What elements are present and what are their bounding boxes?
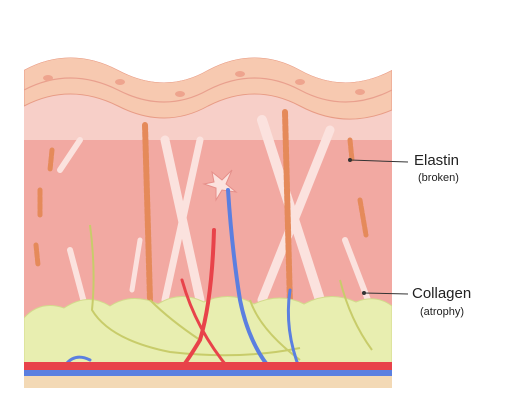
collagen-callout-line: [363, 292, 409, 295]
collagen-callout-dot: [362, 291, 366, 295]
artery-branch: [180, 278, 232, 372]
vein-branch: [226, 188, 270, 368]
elastin-callout-line: [349, 159, 409, 163]
elastin-callout-dot: [348, 158, 352, 162]
collagen-fibres: [57, 115, 371, 313]
elastin-sublabel: (broken): [418, 172, 459, 184]
artery-main: [24, 362, 392, 370]
elastin-fibres: [33, 109, 369, 308]
epidermis-cells: [43, 71, 365, 97]
collagen-label: Collagen: [412, 285, 472, 302]
nerves: [89, 224, 373, 361]
vein-main: [24, 370, 392, 376]
epidermis-layer: [24, 57, 392, 120]
artery-branch: [178, 228, 216, 372]
collagen-sublabel: (atrophy): [420, 306, 465, 318]
blood-vessels: [58, 188, 302, 377]
bottom-layer: [24, 376, 392, 388]
epidermis-line: [24, 77, 392, 103]
elastin-label: Elastin: [414, 152, 460, 169]
fibroblast-cell: [202, 169, 238, 202]
